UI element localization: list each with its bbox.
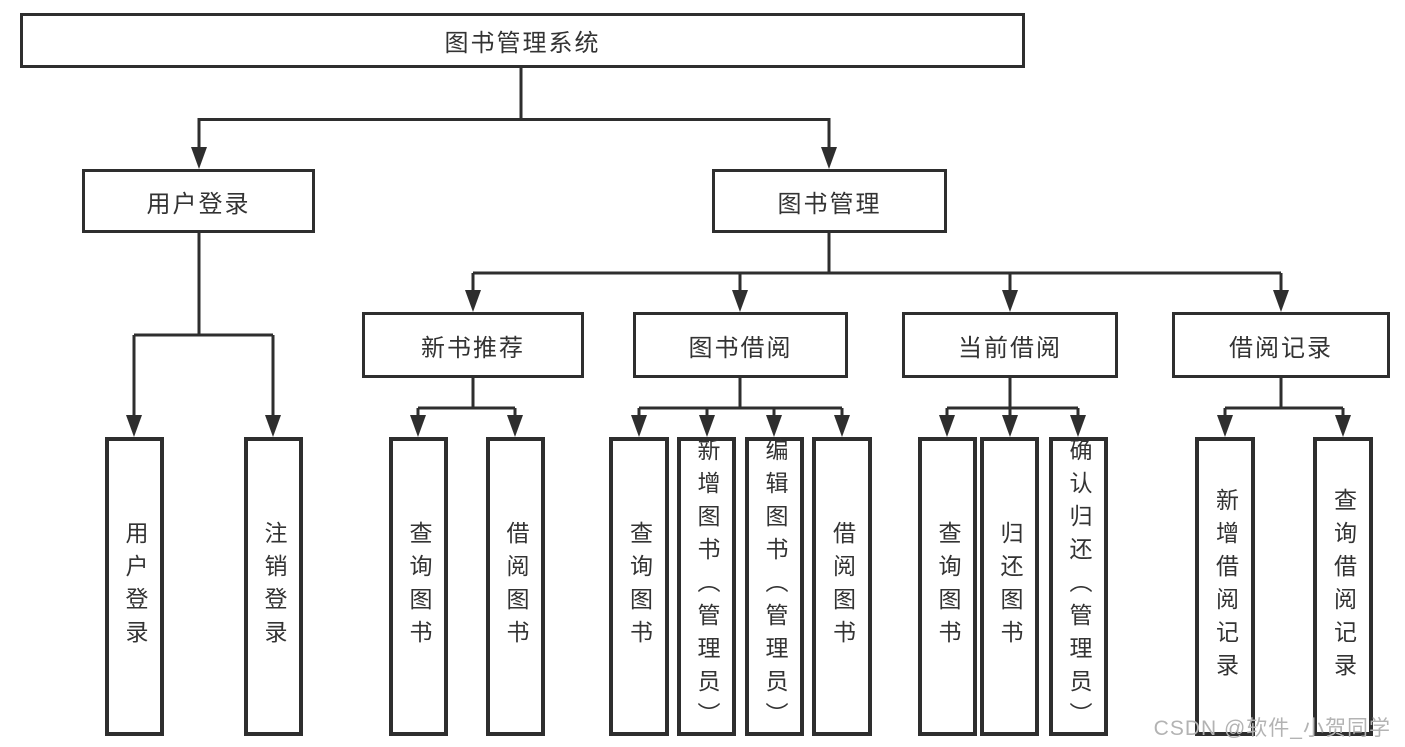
leaf-borrow-books: 借阅图书 [812, 437, 872, 736]
node-label: 注销登录 [261, 520, 287, 653]
arrowheads [126, 147, 1351, 437]
node-label: 确认归还（管理员） [1066, 438, 1092, 735]
leaf-add-books-admin: 新增图书（管理员） [677, 437, 736, 736]
node-label: 用户登录 [122, 520, 148, 653]
leaf-query-books-borrowing: 查询图书 [609, 437, 669, 736]
node-label: 用户登录 [146, 190, 251, 218]
leaf-add-borrow-record: 新增借阅记录 [1195, 437, 1255, 736]
node-root-system: 图书管理系统 [20, 13, 1025, 68]
node-label: 图书管理 [777, 190, 882, 218]
node-label: 借阅图书 [829, 520, 856, 653]
leaf-query-books-current: 查询图书 [918, 437, 977, 736]
node-label: 查询图书 [626, 520, 653, 653]
leaf-logout: 注销登录 [244, 437, 303, 736]
node-label: 查询借阅记录 [1330, 487, 1357, 686]
leaf-query-books-recommend: 查询图书 [389, 437, 448, 736]
node-new-book-recommend: 新书推荐 [362, 312, 584, 378]
node-book-management: 图书管理 [712, 169, 947, 233]
leaf-return-books: 归还图书 [980, 437, 1039, 736]
node-label: 编辑图书（管理员） [762, 438, 788, 735]
leaf-user-login: 用户登录 [105, 437, 164, 736]
leaf-confirm-return-admin: 确认归还（管理员） [1049, 437, 1108, 736]
node-label: 当前借阅 [958, 334, 1062, 362]
leaf-query-borrow-record: 查询借阅记录 [1313, 437, 1373, 736]
leaf-borrow-books-recommend: 借阅图书 [486, 437, 545, 736]
node-book-borrowing: 图书借阅 [633, 312, 848, 378]
node-label: 借阅图书 [503, 520, 529, 653]
node-user-login: 用户登录 [82, 169, 315, 233]
node-label: 归还图书 [997, 520, 1023, 653]
node-borrowing-records: 借阅记录 [1172, 312, 1390, 378]
csdn-watermark: CSDN @软件_小贺同学 [1153, 717, 1391, 740]
node-label: 图书管理系统 [444, 30, 601, 57]
node-label: 查询图书 [935, 520, 961, 653]
node-label: 新增图书（管理员） [694, 438, 720, 735]
node-current-borrowing: 当前借阅 [902, 312, 1118, 378]
node-label: 新增借阅记录 [1212, 487, 1239, 686]
node-label: 新书推荐 [421, 334, 525, 362]
leaf-edit-books-admin: 编辑图书（管理员） [745, 437, 804, 736]
node-label: 借阅记录 [1229, 334, 1333, 362]
node-label: 查询图书 [406, 520, 432, 653]
node-label: 图书借阅 [688, 334, 793, 362]
